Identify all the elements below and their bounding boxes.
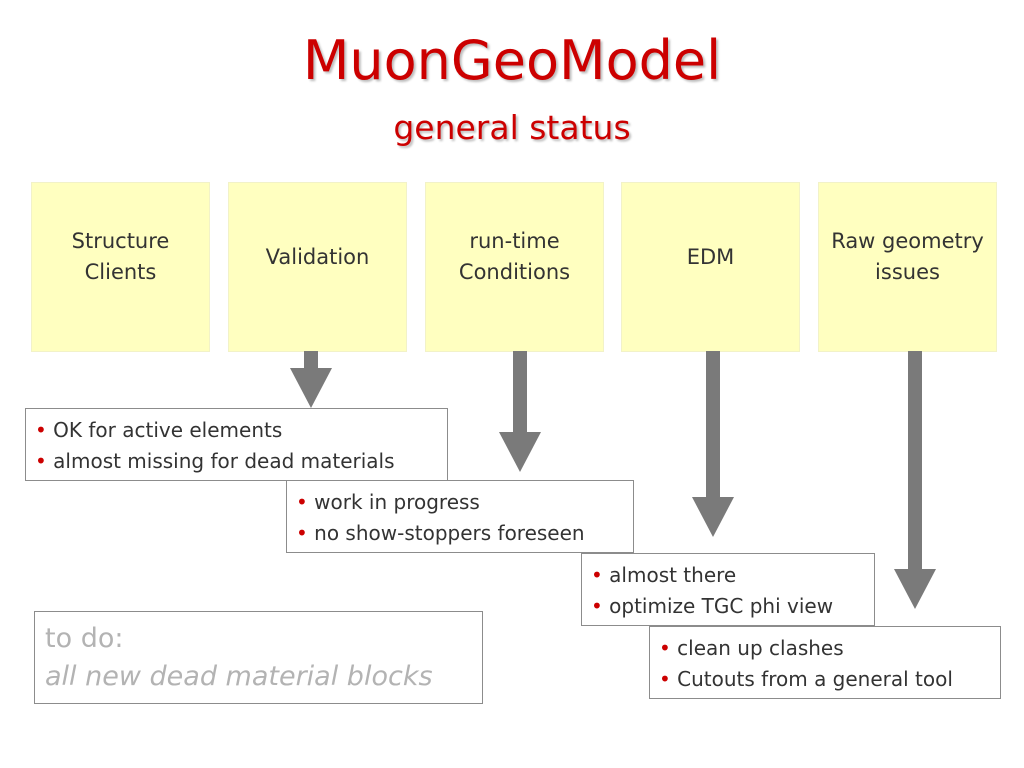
bullet-icon: •	[296, 490, 308, 514]
bullet-icon: •	[35, 418, 47, 442]
note-item-text: almost missing for dead materials	[53, 449, 395, 473]
category-box-runtime-conditions: run-time Conditions	[426, 183, 603, 351]
note-item: • clean up clashes	[659, 633, 991, 664]
note-item-text: OK for active elements	[53, 418, 283, 442]
bullet-icon: •	[296, 521, 308, 545]
note-item: • work in progress	[296, 487, 624, 518]
todo-box: to do: all new dead material blocks	[34, 611, 483, 704]
note-item: • almost there	[591, 560, 865, 591]
note-item: • almost missing for dead materials	[35, 446, 438, 477]
note-item-text: Cutouts from a general tool	[677, 667, 953, 691]
note-runtime-conditions: • work in progress • no show-stoppers fo…	[286, 480, 634, 553]
bullet-icon: •	[35, 449, 47, 473]
note-item: • Cutouts from a general tool	[659, 664, 991, 695]
arrow-edm	[692, 351, 734, 537]
bullet-icon: •	[659, 667, 671, 691]
note-item-text: work in progress	[314, 490, 480, 514]
note-item-text: no show-stoppers foreseen	[314, 521, 585, 545]
note-raw-geometry: • clean up clashes • Cutouts from a gene…	[649, 626, 1001, 699]
category-box-validation: Validation	[229, 183, 406, 351]
note-item-text: almost there	[609, 563, 737, 587]
bullet-icon: •	[591, 594, 603, 618]
page-title: MuonGeoModel	[302, 29, 722, 92]
category-box-structure-clients: Structure Clients	[32, 183, 209, 351]
bullet-icon: •	[591, 563, 603, 587]
note-item: • OK for active elements	[35, 415, 438, 446]
todo-heading: to do:	[45, 623, 124, 654]
note-validation: • OK for active elements • almost missin…	[25, 408, 448, 481]
category-box-raw-geometry-issues: Raw geometry issues	[819, 183, 996, 351]
todo-body: all new dead material blocks	[45, 661, 433, 692]
note-item: • optimize TGC phi view	[591, 591, 865, 622]
arrow-runtime-conditions	[499, 351, 541, 472]
page-subtitle: general status	[393, 108, 631, 147]
arrow-raw-geometry	[894, 351, 936, 609]
note-edm: • almost there • optimize TGC phi view	[581, 553, 875, 626]
bullet-icon: •	[659, 636, 671, 660]
arrow-validation	[290, 351, 332, 408]
note-item: • no show-stoppers foreseen	[296, 518, 624, 549]
category-box-edm: EDM	[622, 183, 799, 351]
note-item-text: optimize TGC phi view	[609, 594, 834, 618]
note-item-text: clean up clashes	[677, 636, 844, 660]
